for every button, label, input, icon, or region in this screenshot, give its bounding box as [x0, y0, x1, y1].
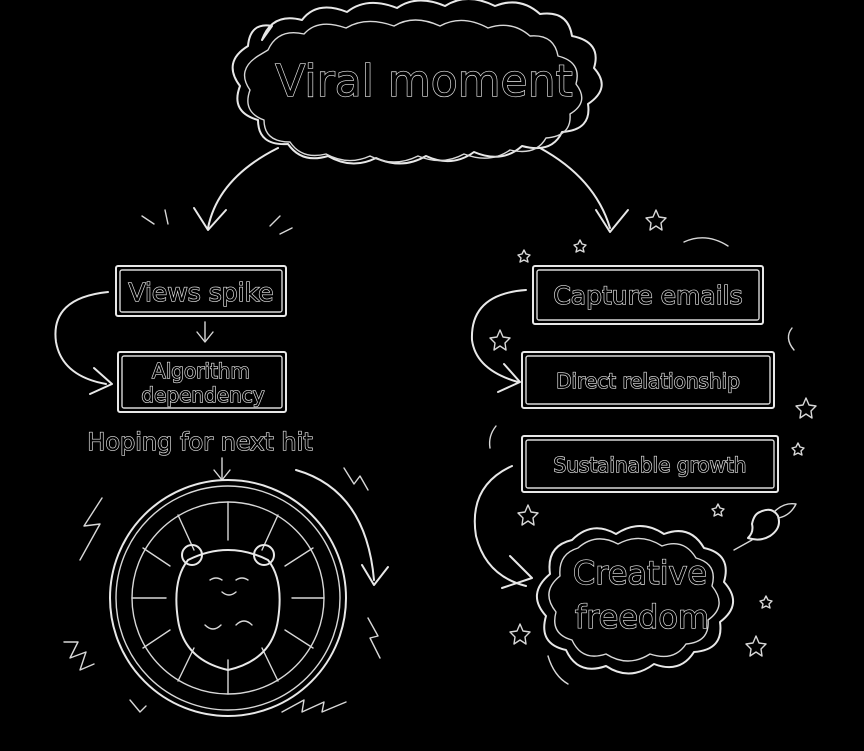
bird-icon [733, 502, 797, 551]
arrow-to-right [539, 147, 629, 233]
left-loop-arrow [54, 291, 113, 395]
motion-arrow-right-of-wheel [295, 469, 389, 586]
hamster-wheel-icon [109, 479, 347, 717]
bottom-loop-arrow [473, 465, 533, 589]
capture-emails-box: Capture emails [532, 265, 764, 325]
arrow-to-left [193, 147, 279, 231]
title-text: Viral moment [275, 56, 572, 107]
sustainable-growth-box: Sustainable growth [521, 435, 779, 493]
down-arrow-caption [213, 457, 231, 481]
views-spike-box: Views spike [115, 265, 287, 317]
freedom-text: freedom [575, 598, 709, 636]
star-icons [488, 209, 817, 685]
views-spike-text: Views spike [128, 278, 273, 307]
algorithm-dependency-box: Algorithm dependency [117, 351, 287, 413]
zigzag-lines [63, 467, 381, 713]
hoping-caption: Hoping for next hit [87, 428, 312, 456]
down-arrow-small [196, 321, 214, 343]
algorithm-text: Algorithm [152, 359, 250, 383]
capture-emails-text: Capture emails [553, 281, 742, 310]
direct-relationship-box: Direct relationship [521, 351, 775, 409]
viral-moment-cloud: Viral moment [231, 0, 603, 165]
creative-freedom-cloud: Creative freedom [536, 525, 734, 675]
dependency-text: dependency [141, 383, 264, 407]
direct-relationship-text: Direct relationship [556, 369, 740, 393]
emphasis-lines-left [141, 209, 293, 235]
right-loop-arrow [470, 289, 527, 393]
hamster-icon [175, 544, 281, 671]
creative-text: Creative [573, 554, 707, 592]
sustainable-growth-text: Sustainable growth [554, 453, 747, 477]
